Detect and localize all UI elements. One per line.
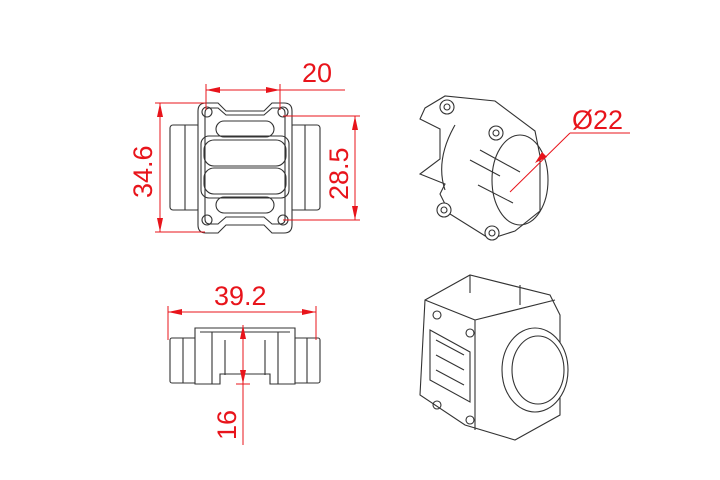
- side-view: [169, 327, 321, 385]
- isometric-half-view: [418, 95, 549, 241]
- dimension-label-16: 16: [212, 410, 242, 440]
- dimension-label-20: 20: [302, 58, 332, 88]
- top-view: [169, 102, 321, 234]
- dimension-34-6: 34.6: [128, 102, 205, 233]
- dimension-label-28-5: 28.5: [324, 147, 354, 200]
- isometric-full-view: [419, 274, 569, 441]
- dimension-20: 20: [205, 58, 345, 110]
- dimension-39-2: 39.2: [167, 281, 317, 340]
- dimension-label-34-6: 34.6: [128, 145, 158, 198]
- dimension-label-39-2: 39.2: [214, 281, 267, 311]
- dimension-label-diameter-22: Ø22: [572, 105, 623, 135]
- dimension-diameter-22: Ø22: [509, 105, 630, 193]
- dimension-28-5: 28.5: [283, 115, 360, 221]
- dimension-16: 16: [212, 325, 250, 445]
